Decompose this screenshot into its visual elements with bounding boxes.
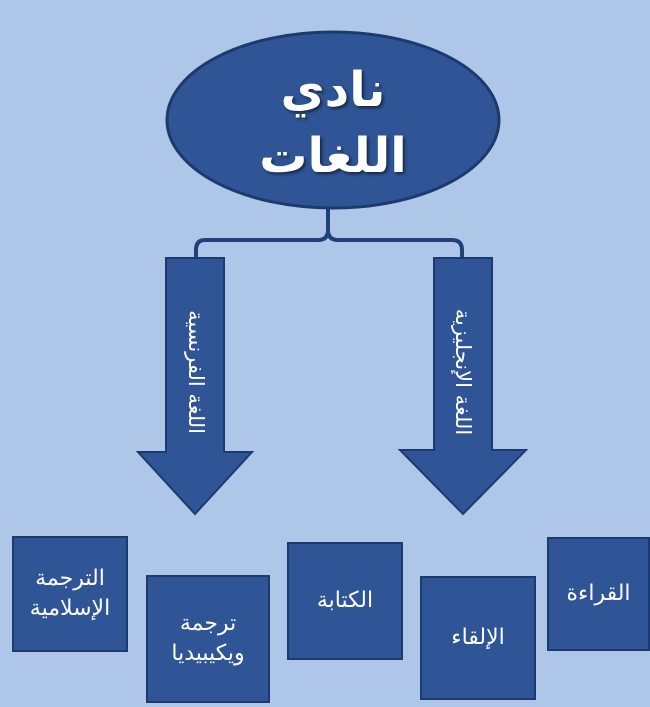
root-ellipse (165, 30, 501, 210)
box-label: الإلقاء (451, 625, 505, 650)
root-title: نادي اللغات (168, 48, 498, 198)
arrow-english (397, 257, 529, 516)
branch-label-english: اللغة الإنجليزية (451, 308, 475, 436)
connector-lines (194, 208, 464, 258)
box-reading: القراءة (547, 537, 650, 651)
box-writing: الكتابة (287, 542, 403, 660)
box-label: ترجمة ويكيبيديا (171, 611, 245, 666)
box-islamic-translation: الترجمة الإسلامية (12, 536, 128, 652)
box-label: القراءة (566, 581, 631, 606)
box-speech: الإلقاء (420, 576, 536, 700)
root-title-line2: اللغات (259, 128, 407, 184)
box-label: الترجمة الإسلامية (29, 566, 111, 621)
box-label: الكتابة (316, 588, 374, 613)
root-title-line1: نادي (280, 62, 386, 118)
box-wikipedia-translation: ترجمة ويكيبيديا (146, 575, 270, 703)
branch-label-french: اللغة الفرنسية (184, 310, 208, 434)
arrow-french (135, 257, 255, 516)
